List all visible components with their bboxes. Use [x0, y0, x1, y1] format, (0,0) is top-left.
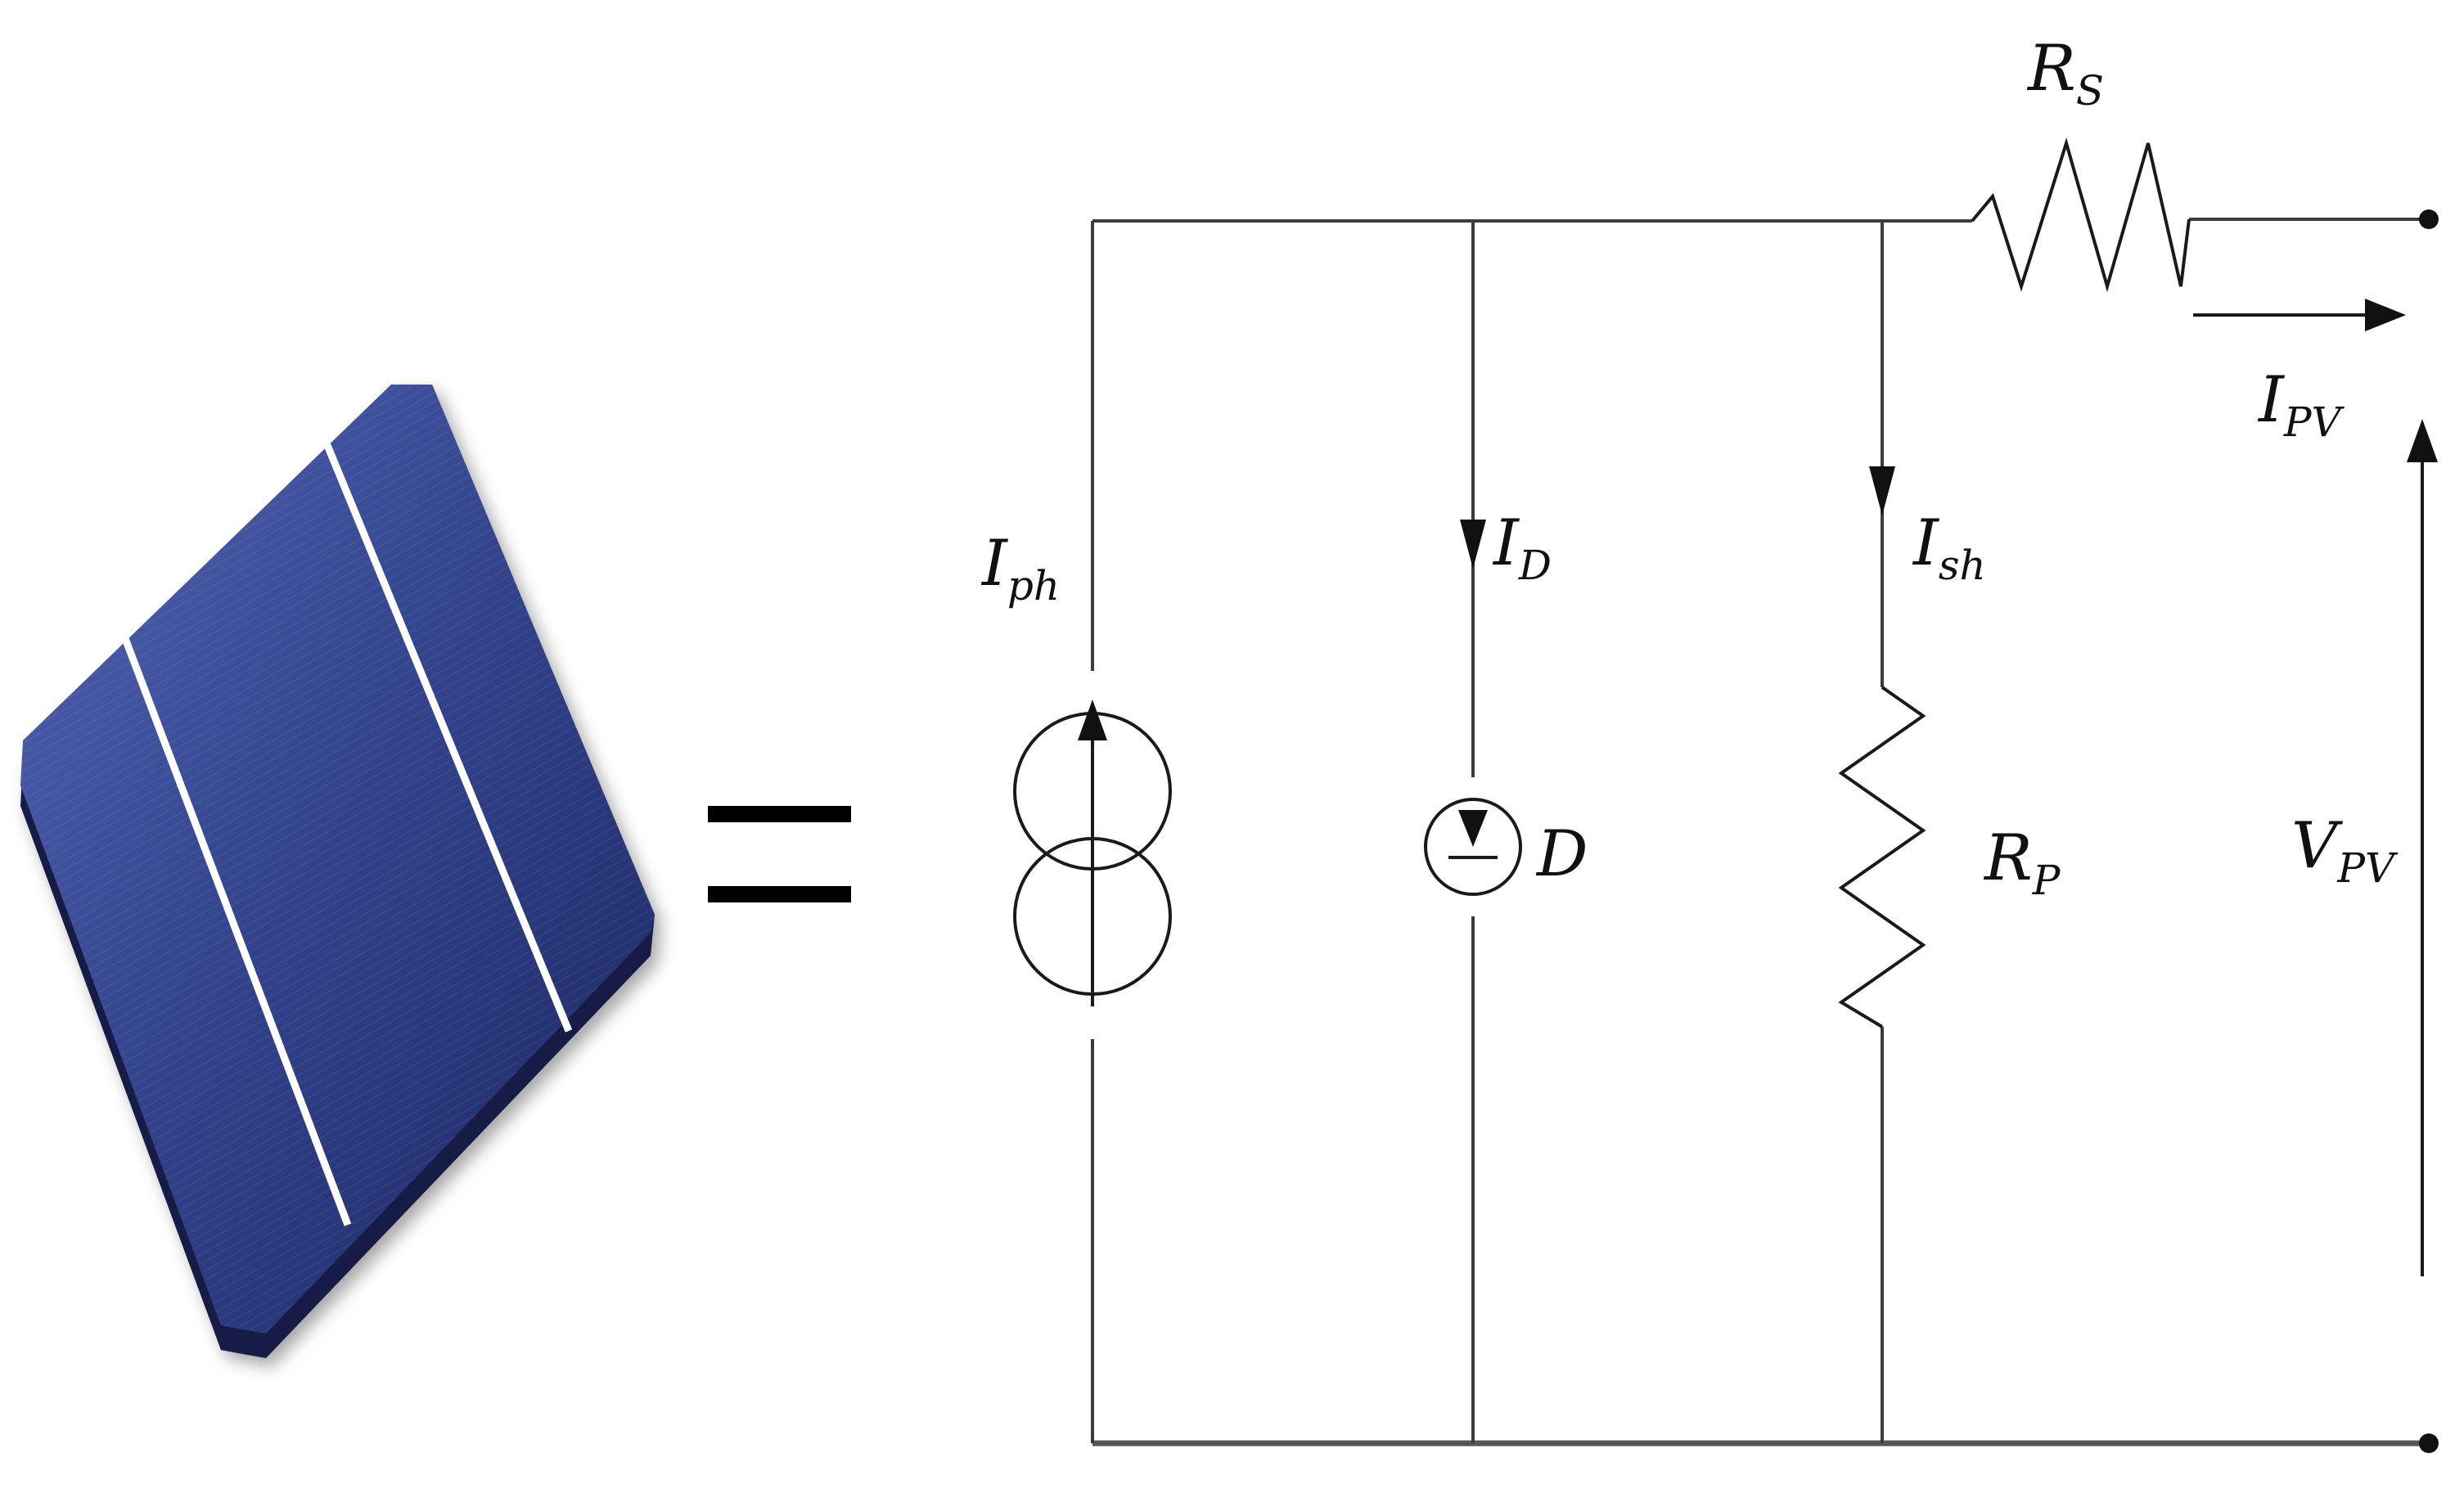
vpv-arrow-icon: [2407, 419, 2438, 1276]
diode-d: [1424, 798, 1522, 896]
output-terminal-bottom: [2419, 1433, 2439, 1453]
current-source-arrow-icon: [1078, 700, 1107, 740]
ipv-arrow-icon: [2193, 299, 2406, 331]
series-resistor-rs: [1971, 137, 2191, 293]
current-source-iph: [1013, 700, 1172, 1006]
vpv-label: VPV: [2291, 809, 2399, 892]
circuit-wires: [1091, 218, 2430, 1447]
diode-label: D: [1535, 817, 1588, 891]
ipv-label: IPV: [2257, 363, 2345, 446]
iph-label: Iph: [980, 527, 1060, 610]
solar-cell-texture: [20, 385, 655, 1334]
equals-sign-icon: [708, 806, 851, 902]
rp-label: RP: [1983, 821, 2061, 904]
rs-label: RS: [2026, 32, 2104, 115]
diode-triangle-icon: [1458, 810, 1488, 847]
id-arrow-icon: [1460, 520, 1486, 569]
solar-cell-photo-icon: [20, 385, 655, 1358]
busbar-line: [106, 598, 352, 1226]
ish-arrow-icon: [1869, 466, 1895, 515]
ish-label: Ish: [1912, 506, 1986, 589]
output-terminal-top: [2419, 209, 2439, 229]
id-label: ID: [1492, 506, 1552, 589]
shunt-resistor-rp: [1838, 686, 1926, 1028]
busbar-line: [319, 434, 573, 1033]
